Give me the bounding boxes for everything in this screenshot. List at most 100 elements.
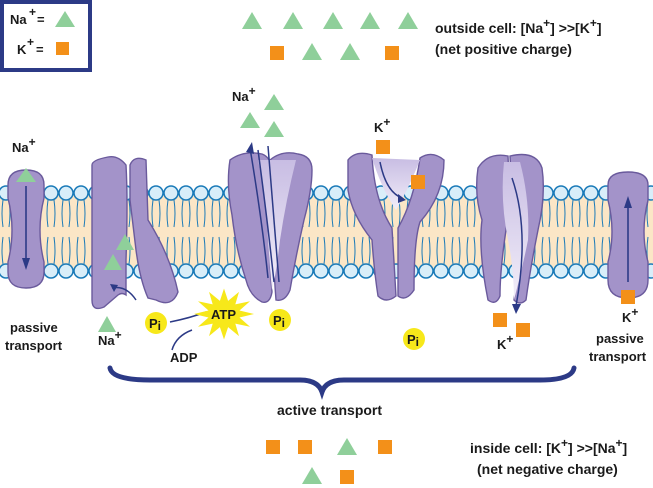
sodium-ion-icon [98,316,116,332]
lipid-tail [323,236,326,265]
transported-ions [16,94,635,337]
lipid-tail [361,236,364,265]
lipid-head [583,263,599,279]
k-label-right: K+ [622,305,638,325]
lipid-head [223,263,239,279]
passive-label-left-line1: passive [10,320,58,335]
lipid-head [448,185,464,201]
arrow-head-icon [246,142,254,154]
lipid-tail [443,236,446,265]
lipid-head [568,185,584,201]
lipid-tail [196,199,199,228]
lipid-tail [458,199,461,228]
lipid-head [553,263,569,279]
phosphate-label: Pi [407,332,419,349]
potassium-ion-icon [298,440,312,454]
sodium-ion-icon [360,12,380,29]
lipid-tail [571,236,574,265]
transport-labels: passive transport passive transport [5,320,647,364]
k-label-outside: K+ [374,115,390,135]
lipid-tail [451,199,454,228]
sodium-ion-icon [264,121,284,137]
lipid-head [418,263,434,279]
lipid-tail [548,199,551,228]
arrow-heads [110,142,521,314]
lipid-tail [76,199,79,228]
lipid-tail [46,199,49,228]
lipid-head [208,263,224,279]
lipid-head [193,263,209,279]
ion-labels: Na+ Na+ Na+ K+ K+ K+ [12,84,638,352]
pump-3-channel [372,158,420,210]
lipid-tail [316,236,319,265]
lipid-head [313,185,329,201]
inside-caption: inside cell: [K+] >>[Na+] (net negative … [470,436,627,477]
lipid-head [43,263,59,279]
lipid-tail [211,236,214,265]
phosphate-label: Pi [273,313,285,330]
lipid-tail [473,236,476,265]
lipid-head [178,185,194,201]
lipid-head [208,185,224,201]
lipid-tail [1,199,4,228]
lipid-tail [331,199,334,228]
lipid-tail [46,236,49,265]
lipid-tail [586,236,589,265]
pump-4-arrow [511,177,523,307]
lipid-head [298,263,314,279]
lipid-tail [68,236,71,265]
lipid-tail [451,236,454,265]
lipid-tail [196,236,199,265]
lipid-tail [1,236,4,265]
legend-potassium-icon [56,42,69,55]
lipid-tail [226,236,229,265]
legend-k-plus: + [27,35,34,49]
lipid-tail [128,199,131,228]
lipid-tail [166,199,169,228]
arrow-head-icon [22,258,30,270]
potassium-ion-icon [340,470,354,484]
lipid-tail [548,236,551,265]
lipid-tail [556,236,559,265]
lipid-tail [68,199,71,228]
potassium-ion-icon [493,313,507,327]
lipid-head [193,185,209,201]
lipid-tail [173,199,176,228]
lipid-tail [586,199,589,228]
lipid-head [328,185,344,201]
lipid-tail [601,236,604,265]
pump-2-arrow-c [267,145,280,283]
potassium-ion-icon [270,46,284,60]
lipid-tail [181,236,184,265]
arrow-head-icon [110,284,118,292]
phosphate-label: Pi [149,316,161,333]
potassium-ion-icon [516,323,530,337]
arrow-head-icon [398,194,406,203]
lipid-tail [226,199,229,228]
lipid-tail [338,236,341,265]
lipid-head [178,263,194,279]
na-label-left: Na+ [12,135,36,155]
legend-sodium-icon [55,11,75,27]
lipid-tail [466,236,469,265]
passive-label-right-line1: passive [596,331,644,346]
inside-caption-line1: inside cell: [K+] >>[Na+] [470,436,627,456]
lipid-tail [353,236,356,265]
sodium-ion-icon [302,467,322,484]
active-transport-bracket [107,365,577,400]
lipid-head [313,263,329,279]
legend-box [0,0,92,72]
atp-group: ATP ADP Pi Pi Pi [145,288,425,365]
atp-burst-icon [194,288,254,340]
lipid-tail [211,199,214,228]
lipid-tail [53,199,56,228]
arrow-head-icon [512,304,521,314]
lipid-tail [593,236,596,265]
sodium-ion-icon [104,254,122,270]
passive-label-left-line2: transport [5,338,63,353]
passive-label-right-line2: transport [589,349,647,364]
lipid-tail [368,236,371,265]
legend: Na + = K + = [0,0,92,72]
lipid-tail [301,236,304,265]
lipid-head [568,263,584,279]
